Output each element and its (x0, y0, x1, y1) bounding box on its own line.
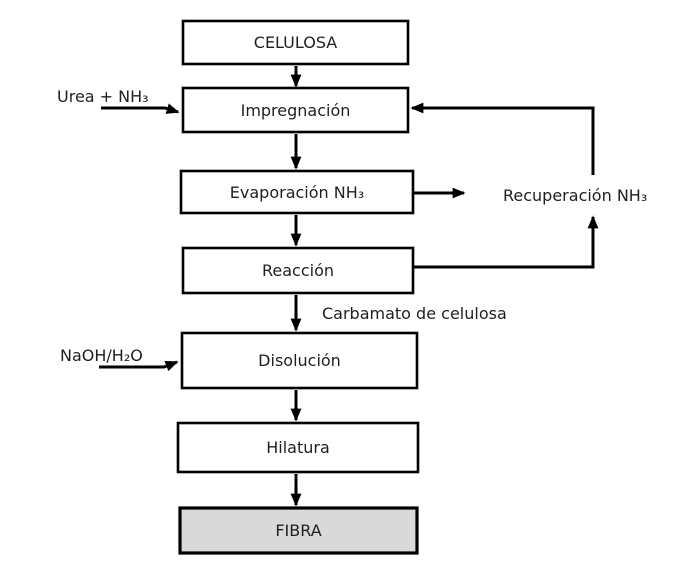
node-impregnacion: Impregnación (181, 86, 410, 134)
input-urea-label: Urea + NH₃ (57, 87, 149, 106)
input-naoh-label: NaOH/H₂O (60, 346, 143, 365)
node-evaporacion-label: Evaporación NH₃ (230, 183, 364, 202)
recuperacion-label: Recuperación NH₃ (503, 186, 647, 205)
edge-recuperacion-impregnacion (410, 102, 595, 175)
edge-naoh-disolucion (99, 360, 179, 372)
edge-urea-impregnacion (101, 103, 180, 114)
node-hilatura-box (176, 421, 420, 474)
node-disolucion: Disolución (180, 331, 419, 390)
node-reaccion-label: Reacción (262, 261, 334, 280)
node-celulosa-label: CELULOSA (254, 33, 338, 52)
edge-reaccion-recuperacion (414, 215, 599, 269)
node-evaporacion-box (179, 169, 415, 215)
node-hilatura: Hilatura (176, 421, 420, 474)
node-disolucion-label: Disolución (258, 351, 341, 370)
node-celulosa: CELULOSA (181, 19, 410, 66)
node-impregnacion-label: Impregnación (241, 101, 351, 120)
edges (99, 66, 599, 507)
node-hilatura-label: Hilatura (266, 438, 330, 457)
node-fibra: FIBRA (178, 506, 419, 555)
carbamato-edge-label: Carbamato de celulosa (322, 304, 507, 323)
node-fibra-box (178, 506, 419, 555)
node-fibra-label: FIBRA (275, 521, 321, 540)
node-disolucion-box (180, 331, 419, 390)
node-reaccion: Reacción (181, 246, 415, 295)
annotations: Urea + NH₃ NaOH/H₂O Recuperación NH₃ Car… (57, 87, 647, 365)
node-impregnacion-box (181, 86, 410, 134)
node-celulosa-box (181, 19, 410, 66)
node-evaporacion: Evaporación NH₃ (179, 169, 415, 215)
node-reaccion-box (181, 246, 415, 295)
